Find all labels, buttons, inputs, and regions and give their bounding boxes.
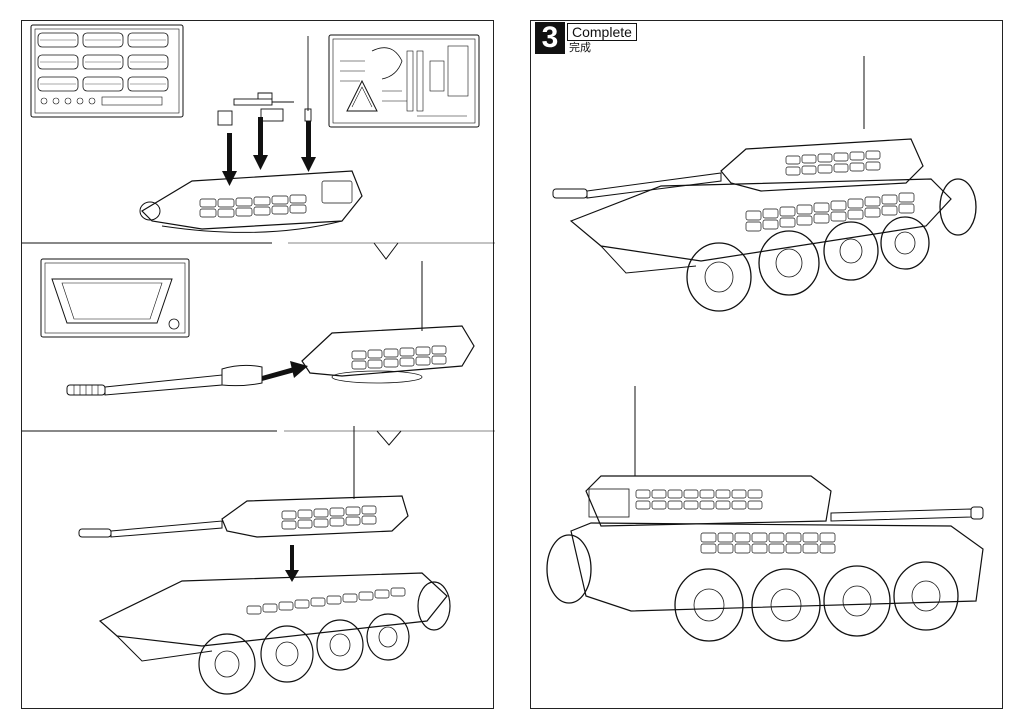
hull-assembly: [98, 572, 451, 695]
gun-barrel-part: [66, 364, 263, 396]
v-pointer-icon: [373, 242, 399, 260]
vehicle-front-view: [552, 56, 977, 312]
turret-step1: [139, 170, 363, 233]
right-arrow-icon: [262, 361, 308, 381]
step-subtitle: 完成: [569, 41, 591, 54]
assembly-steps-panel: [21, 20, 495, 709]
mantlet-fret: [40, 258, 190, 338]
antenna-part: [304, 36, 312, 122]
v-pointer-icon: [376, 430, 402, 446]
down-arrow-icon: [285, 545, 299, 582]
machine-gun-part: [217, 92, 294, 126]
complete-step-panel: 3 Complete 完成: [530, 20, 1003, 709]
detail-parts-fret: [328, 34, 480, 128]
armor-bag-fret: [30, 24, 184, 118]
step-title: Complete: [567, 23, 637, 41]
assembly-steps-illustration: [22, 24, 495, 695]
vehicle-rear-view: [546, 386, 984, 642]
turret-step2: [301, 261, 475, 384]
step-number-badge: 3: [535, 22, 565, 54]
turret-step3: [78, 426, 409, 538]
completed-vehicle-illustration: [546, 56, 984, 642]
